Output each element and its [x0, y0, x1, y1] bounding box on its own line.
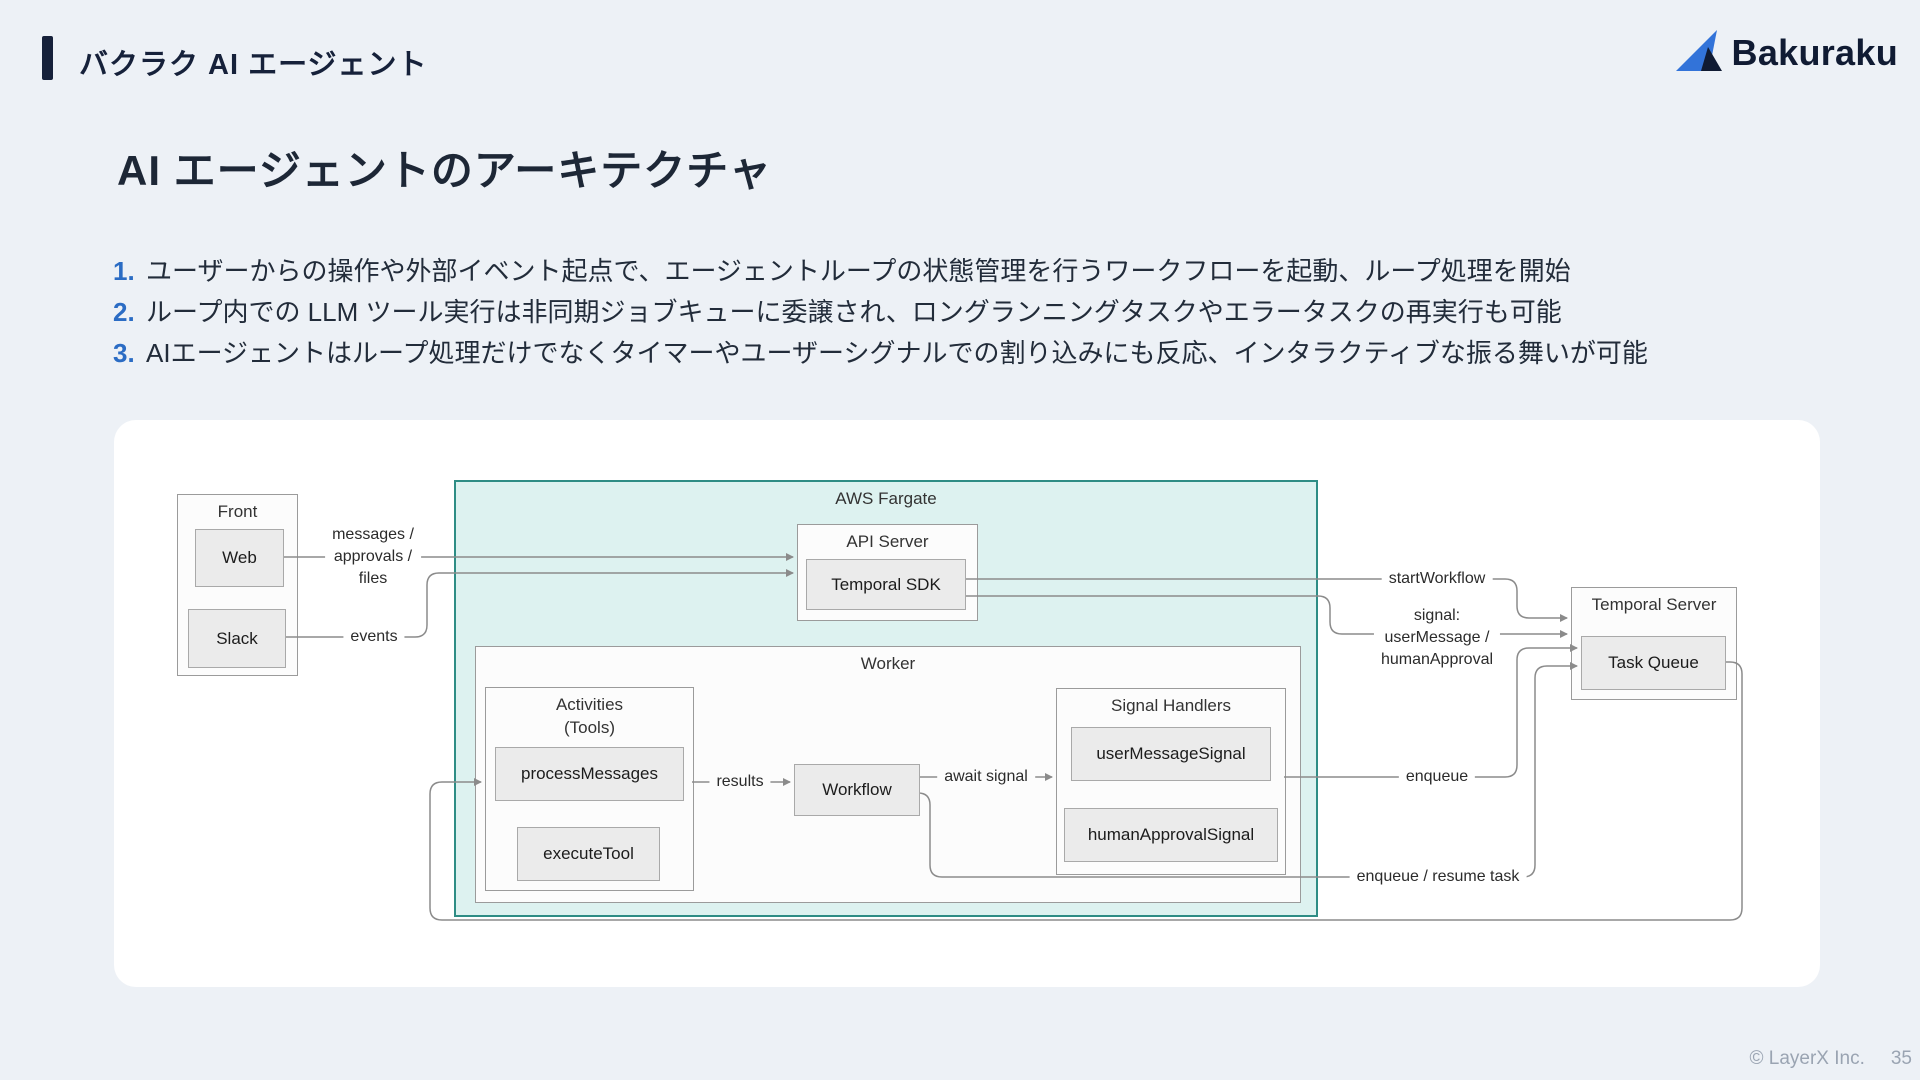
footer-copyright: © LayerX Inc. [1749, 1048, 1865, 1069]
group-signal-handlers-label: Signal Handlers [1110, 696, 1231, 715]
edge-label-messages: messages / approvals / files [325, 523, 421, 591]
group-worker-label: Worker [860, 654, 916, 673]
edge-label-enqueue: enqueue [1398, 765, 1476, 789]
bakuraku-logo: Bakuraku [1675, 26, 1898, 79]
bakuraku-logo-icon [1675, 26, 1725, 79]
edge-label-events: events [343, 625, 405, 649]
list-item-number: 2. [113, 297, 135, 327]
group-front-label: Front [217, 502, 258, 521]
footer: © LayerX Inc. 35 [1749, 1048, 1912, 1070]
list-item-text: AIエージェントはループ処理だけでなくタイマーやユーザーシグナルでの割り込みにも… [146, 338, 1648, 368]
slide-heading: AI エージェントのアーキテクチャ [117, 147, 772, 194]
node-workflow: Workflow [794, 764, 920, 816]
group-activities-label: Activities (Tools) [555, 695, 624, 737]
list-item-number: 3. [113, 338, 135, 368]
node-user-message-signal: userMessageSignal [1071, 727, 1271, 781]
node-execute-tool: executeTool [517, 827, 660, 881]
node-human-approval-signal: humanApprovalSignal [1064, 808, 1278, 862]
title-accent-bar [42, 36, 53, 80]
list-item-number: 1. [113, 256, 135, 286]
node-web: Web [195, 529, 284, 587]
node-slack: Slack [188, 609, 286, 668]
list-item-text: ユーザーからの操作や外部イベント起点で、エージェントループの状態管理を行うワーク… [146, 256, 1571, 286]
edge-label-signal: signal: userMessage / humanApproval [1373, 604, 1501, 672]
node-process-messages: processMessages [495, 747, 684, 801]
node-task-queue: Task Queue [1581, 636, 1726, 690]
bullet-list: 1. ユーザーからの操作や外部イベント起点で、エージェントループの状態管理を行う… [113, 251, 1648, 374]
edge-label-enqueue-resume: enqueue / resume task [1349, 865, 1527, 889]
group-aws-fargate-label: AWS Fargate [835, 489, 937, 508]
edge-label-await-signal: await signal [937, 765, 1035, 789]
list-item: 3. AIエージェントはループ処理だけでなくタイマーやユーザーシグナルでの割り込… [113, 333, 1648, 374]
list-item-text: ループ内での LLM ツール実行は非同期ジョブキューに委譲され、ロングランニング… [146, 297, 1562, 327]
list-item: 1. ユーザーからの操作や外部イベント起点で、エージェントループの状態管理を行う… [113, 251, 1648, 292]
list-item: 2. ループ内での LLM ツール実行は非同期ジョブキューに委譲され、ロングラン… [113, 292, 1648, 333]
group-temporal-server-label: Temporal Server [1591, 595, 1717, 614]
page-title: バクラク AI エージェント [79, 49, 428, 81]
edge-label-start-workflow: startWorkflow [1381, 567, 1493, 591]
footer-page-number: 35 [1890, 1048, 1912, 1069]
node-temporal-sdk: Temporal SDK [806, 559, 966, 610]
edge-label-results: results [709, 770, 771, 794]
group-api-server-label: API Server [846, 532, 929, 551]
bakuraku-logo-text: Bakuraku [1731, 31, 1898, 73]
